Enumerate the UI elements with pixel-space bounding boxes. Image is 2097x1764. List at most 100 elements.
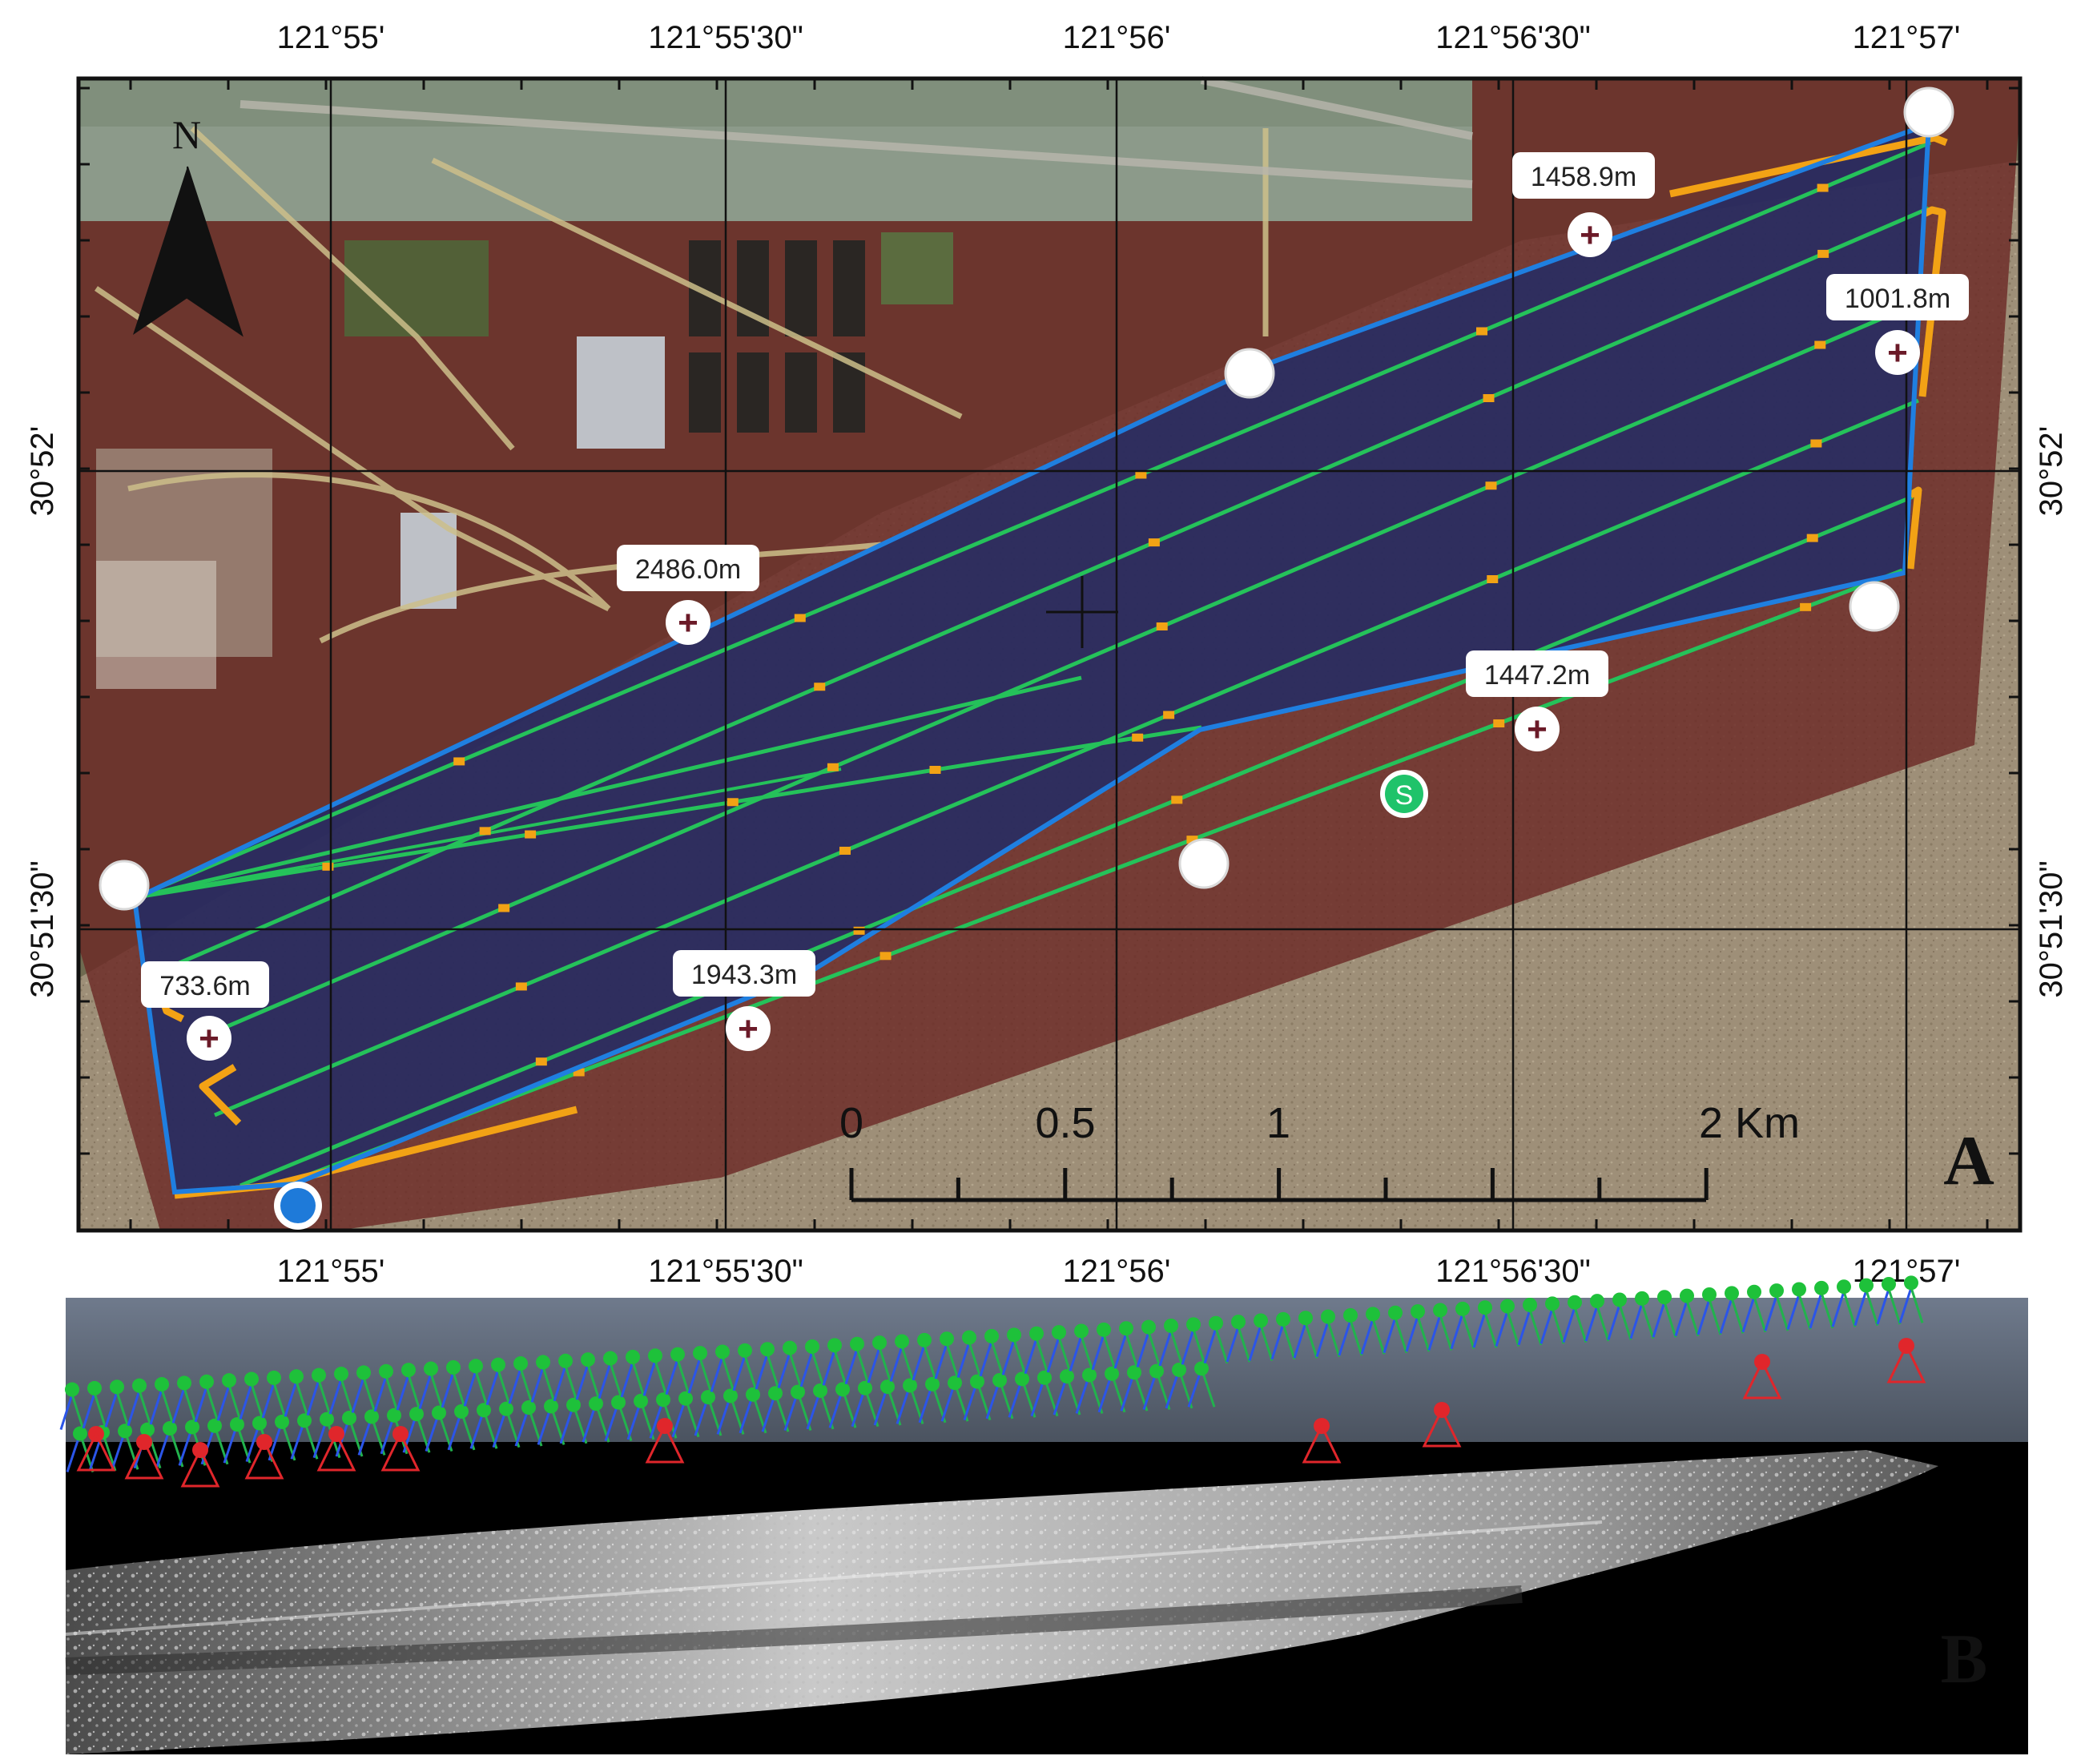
line-marker (1163, 711, 1175, 719)
camera-frustum (766, 1353, 780, 1390)
camera-center (1254, 1313, 1268, 1328)
camera-center (118, 1424, 132, 1439)
camera-frustum (1427, 1315, 1442, 1351)
plus-icon: + (1887, 333, 1908, 373)
map-grid (78, 79, 2020, 1230)
camera-center (1343, 1307, 1358, 1323)
line-marker (1476, 327, 1487, 336)
camera-frustum (1001, 1339, 1016, 1375)
camera-center (424, 1361, 438, 1376)
camera-center (805, 1339, 819, 1354)
camera-center (626, 1349, 640, 1364)
camera-center (925, 1376, 940, 1391)
line-marker (1483, 394, 1495, 402)
camera-center (140, 1422, 155, 1437)
camera-frustum-red (1742, 1359, 1782, 1400)
camera-center (87, 1380, 102, 1395)
camera-frustum-red (1886, 1343, 1926, 1383)
camera-center (1725, 1286, 1739, 1301)
camera-frustum (1842, 1291, 1857, 1327)
camera-frustum (1416, 1315, 1431, 1352)
camera-frustum (1360, 1318, 1375, 1355)
line-marker (479, 827, 491, 836)
camera-center (342, 1411, 356, 1426)
camera-frustum (59, 1394, 74, 1430)
camera-center (1747, 1284, 1761, 1299)
camera-frustum (1853, 1290, 1868, 1327)
scale-bar: 0 0.5 1 2 Km (839, 1099, 1800, 1202)
north-arrow: N (133, 112, 244, 337)
camera-frustum (1136, 1331, 1150, 1368)
camera-frustum (1270, 1323, 1285, 1360)
camera-frustum (1282, 1323, 1296, 1360)
camera-frustum (721, 1355, 735, 1392)
camera-center (409, 1407, 424, 1422)
camera-frustum (1820, 1292, 1834, 1329)
camera-frustum (1394, 1317, 1408, 1354)
camera-center (670, 1347, 685, 1362)
survey-area (135, 124, 1929, 1192)
camera-frustum (407, 1374, 421, 1411)
line-marker (525, 830, 537, 839)
camera-center (1612, 1292, 1627, 1307)
camera-center (364, 1409, 379, 1424)
distance-label-text: 1943.3m (691, 960, 797, 990)
lon-label-top: 121°56'30" (1435, 20, 1591, 55)
camera-frustum (811, 1351, 825, 1387)
camera-frustum (1450, 1313, 1464, 1350)
camera-frustum (1259, 1325, 1274, 1361)
camera-frustum (227, 1384, 242, 1421)
line-marker (573, 1068, 585, 1077)
camera-frustum (743, 1355, 758, 1391)
camera-frustum (1192, 1328, 1206, 1365)
camera-frustum (710, 1355, 724, 1392)
camera-frustum (1753, 1296, 1767, 1333)
camera-frustum (1876, 1288, 1890, 1325)
camera-center (312, 1367, 326, 1383)
camera-poses (59, 1275, 1926, 1488)
camera-center (267, 1370, 281, 1385)
camera-frustum (900, 1345, 915, 1382)
camera-center (1052, 1325, 1066, 1340)
camera-frustum (1596, 1305, 1610, 1342)
camera-frustum (541, 1366, 556, 1403)
camera-frustum (272, 1382, 287, 1419)
line-marker (1800, 602, 1812, 611)
distance-label: 1001.8m + (1826, 274, 1969, 375)
camera-center (589, 1396, 603, 1412)
camera-frustum (755, 1353, 769, 1390)
distance-label-text: 2486.0m (635, 554, 741, 585)
lon-label-bottom: 121°56'30" (1435, 1254, 1591, 1289)
camera-frustum (1865, 1290, 1879, 1327)
camera-center (1657, 1290, 1672, 1305)
flight-line (167, 206, 1930, 970)
camera-center (521, 1400, 536, 1416)
camera-center (1635, 1291, 1649, 1306)
lat-label-left: 30°52' (25, 426, 60, 517)
distance-label: 2486.0m + (617, 545, 759, 645)
line-marker (1171, 795, 1183, 804)
camera-frustum (934, 1343, 948, 1379)
line-marker (827, 763, 839, 771)
camera-center (634, 1393, 648, 1408)
lon-label-bottom: 121°56' (1063, 1254, 1171, 1289)
camera-frustum (284, 1380, 298, 1417)
camera-center (992, 1372, 1007, 1387)
camera-frustum (586, 1363, 601, 1400)
camera-frustum (171, 1387, 186, 1424)
distance-labels: 1458.9m + 1001.8m + 2486.0m + 1447.2m + (141, 152, 1969, 1061)
camera-frustum (530, 1366, 545, 1403)
camera-center (1119, 1321, 1133, 1336)
camera-frustum (239, 1383, 253, 1420)
line-marker (1186, 836, 1198, 844)
camera-frustum (317, 1379, 332, 1416)
camera-frustum (418, 1373, 433, 1410)
camera-center (207, 1418, 222, 1433)
camera-frustum (598, 1363, 612, 1400)
camera-frustum (1775, 1295, 1789, 1331)
camera-center (1837, 1279, 1851, 1295)
camera-frustum (508, 1367, 522, 1404)
camera-frustum (1719, 1297, 1733, 1334)
camera-center (1060, 1369, 1074, 1384)
